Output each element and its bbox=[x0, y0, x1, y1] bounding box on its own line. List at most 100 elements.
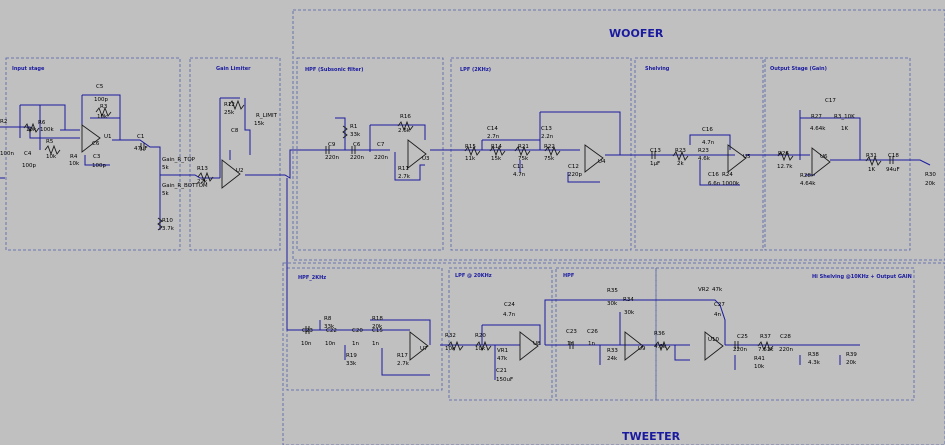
label-u9: U9 bbox=[638, 346, 646, 352]
label-c26: C26 bbox=[587, 329, 598, 335]
label-r23b: R23 bbox=[698, 148, 709, 154]
label-r15: R15 bbox=[465, 144, 476, 150]
label-r13: R13 bbox=[197, 166, 208, 172]
label-r23-value: 2k bbox=[677, 161, 684, 167]
label-r1: R1 bbox=[350, 124, 357, 130]
label-c24: C24 bbox=[504, 302, 515, 308]
label-c23: C23 bbox=[302, 328, 313, 334]
label-r31-value: 1K bbox=[868, 167, 875, 173]
label-r13-value: 22k bbox=[197, 179, 208, 185]
label-r20-value: 10k bbox=[475, 346, 486, 352]
label-c13: C13 bbox=[541, 126, 552, 132]
opamp-u1 bbox=[81, 124, 101, 153]
label-c13-value: 2.2n bbox=[541, 134, 554, 140]
label-r19-value: 33k bbox=[346, 361, 357, 367]
opamp-u5 bbox=[727, 144, 747, 173]
label-c23b: C23 bbox=[566, 329, 577, 335]
label-r17-value: 2.7k bbox=[397, 361, 410, 367]
label-c3: C3 bbox=[93, 154, 101, 160]
label-c5-value: 100p bbox=[94, 97, 108, 103]
tweeter-outline bbox=[282, 262, 945, 445]
label-c22-value: 10n bbox=[325, 341, 336, 347]
label-c4: C4 bbox=[24, 151, 32, 157]
label-c18-value: 94uF bbox=[886, 167, 900, 173]
label-c15-value: 1n bbox=[372, 341, 379, 347]
label-c9-value: 220n bbox=[325, 155, 339, 161]
tweeter-wires bbox=[286, 178, 860, 380]
label-r31: R31 bbox=[866, 153, 877, 159]
opamp-u4 bbox=[584, 144, 604, 173]
label-r15-value: 11k bbox=[465, 156, 476, 162]
label-r37-value: 7.61k bbox=[758, 347, 774, 353]
label-c13b: C13 bbox=[650, 148, 661, 154]
label-r33-value: 24k bbox=[607, 356, 618, 362]
label-r24-value: 1000k bbox=[722, 181, 740, 187]
component-labels: C5 100p R3 10k R2 10k R6 100k R5 10k R4 … bbox=[0, 84, 936, 383]
label-c14-value: 2.7n bbox=[487, 134, 500, 140]
label-c25-value: 220n bbox=[733, 347, 747, 353]
label-r41-value: 10k bbox=[754, 364, 765, 370]
label-r26: R26 bbox=[778, 151, 789, 157]
label-r38-value: 4.3k bbox=[808, 360, 821, 366]
label-r35: R35 bbox=[607, 288, 618, 294]
label-r27-value: 4.64k bbox=[810, 126, 826, 132]
block-output-stage bbox=[764, 57, 911, 251]
label-vr1-value: 47k bbox=[497, 356, 508, 362]
title-hi-shelving: Hi Shelving @10KHz + Output GAIN bbox=[812, 274, 912, 280]
label-c11: C11 bbox=[513, 164, 524, 170]
label-c1: C1 bbox=[137, 134, 144, 140]
opamp-u7 bbox=[409, 331, 429, 361]
label-r27: R27 bbox=[811, 114, 822, 120]
label-r28-value: 4.64k bbox=[800, 181, 816, 187]
label-r2-value: 10k bbox=[26, 127, 37, 133]
label-r21-value: 75k bbox=[518, 156, 529, 162]
label-r26-value: 12.7k bbox=[777, 164, 793, 170]
label-r30: R30 bbox=[925, 172, 936, 178]
label-r12-value: 25k bbox=[224, 110, 235, 116]
label-r35-value: 30k bbox=[607, 301, 618, 307]
label-c14: C14 bbox=[487, 126, 498, 132]
label-c7: C7 bbox=[377, 142, 385, 148]
passive-parts bbox=[23, 99, 894, 352]
label-r12: R12 bbox=[224, 102, 235, 108]
label-c8: C8 bbox=[231, 128, 239, 134]
label-u2: U2 bbox=[236, 168, 244, 174]
title-output-stage: Output Stage (Gain) bbox=[770, 66, 827, 72]
opamp-u9 bbox=[624, 331, 644, 361]
label-c21-value: 150uF bbox=[496, 377, 513, 383]
label-c6-value: 100n bbox=[0, 151, 14, 157]
label-c25: C25 bbox=[737, 334, 748, 340]
label-c12: C12 bbox=[568, 164, 579, 170]
label-r18: R18 bbox=[372, 316, 383, 322]
label-r10-value: 3.7k bbox=[162, 226, 175, 232]
label-r6-value: 100k bbox=[40, 127, 54, 133]
block-input-stage bbox=[5, 57, 181, 251]
label-c4-value: 100p bbox=[22, 163, 36, 169]
label-u6: U6 bbox=[820, 154, 828, 160]
block-hpf-subsonic bbox=[296, 57, 444, 251]
title-gain-limiter: Gain Limiter bbox=[216, 66, 251, 72]
woofer-wires bbox=[0, 94, 931, 230]
label-c28-value: 220n bbox=[779, 347, 793, 353]
label-r39: R39 bbox=[846, 352, 857, 358]
title-input-stage: Input stage bbox=[12, 66, 45, 72]
label-u10: U10 bbox=[708, 337, 720, 343]
label-r19: R19 bbox=[346, 353, 357, 359]
label-r18-value: 20k bbox=[372, 324, 383, 330]
opamp-u6 bbox=[811, 147, 831, 177]
label-u5: U5 bbox=[743, 154, 751, 160]
label-c15: C15 bbox=[372, 328, 383, 334]
label-c20: C20 bbox=[352, 328, 363, 334]
title-hpf: HPF bbox=[563, 273, 574, 279]
label-r21: R21 bbox=[518, 144, 529, 150]
label-c6: C6 bbox=[92, 141, 100, 147]
label-c3-value: 100p bbox=[92, 163, 106, 169]
label-r17: R17 bbox=[397, 353, 408, 359]
label-c20-value: 1n bbox=[352, 341, 359, 347]
label-c6b: C6 bbox=[353, 142, 361, 148]
block-hpf bbox=[555, 267, 657, 401]
label-r4-value: 10k bbox=[69, 161, 80, 167]
label-r36: R36 bbox=[654, 331, 665, 337]
label-r36-value: 4.6k bbox=[654, 344, 667, 350]
title-lpf-20khz: LPF @ 20KHz bbox=[455, 273, 492, 279]
